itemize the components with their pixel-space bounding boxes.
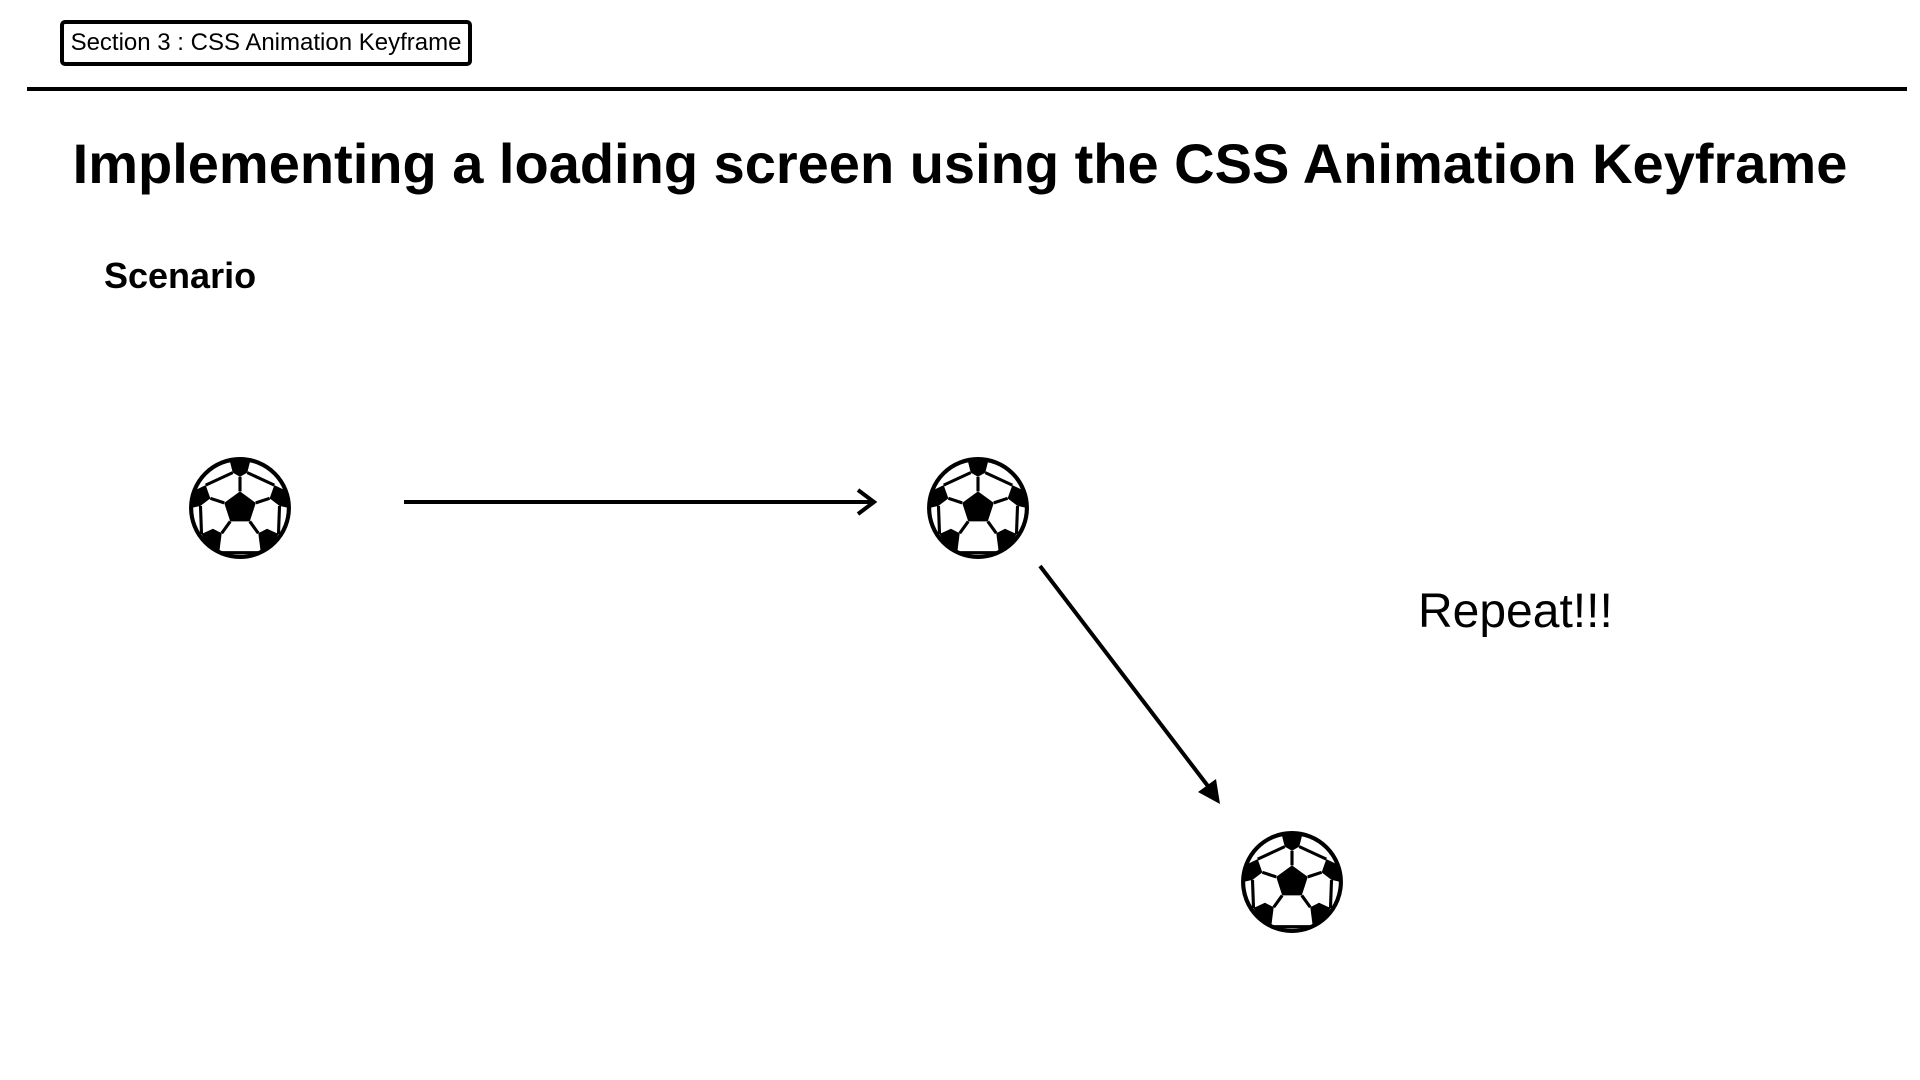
section-label: Section 3 : CSS Animation Keyframe [60, 20, 472, 66]
soccer-ball-icon [926, 456, 1030, 560]
soccer-ball-icon [188, 456, 292, 560]
arrow-down-right-icon [1038, 564, 1220, 804]
scenario-heading: Scenario [104, 255, 257, 296]
arrow-right-icon [404, 488, 878, 516]
header-divider [27, 87, 1907, 91]
page-title: Implementing a loading screen using the … [72, 132, 1848, 195]
soccer-ball-icon [1240, 830, 1344, 934]
repeat-label: Repeat!!! [1418, 585, 1613, 638]
